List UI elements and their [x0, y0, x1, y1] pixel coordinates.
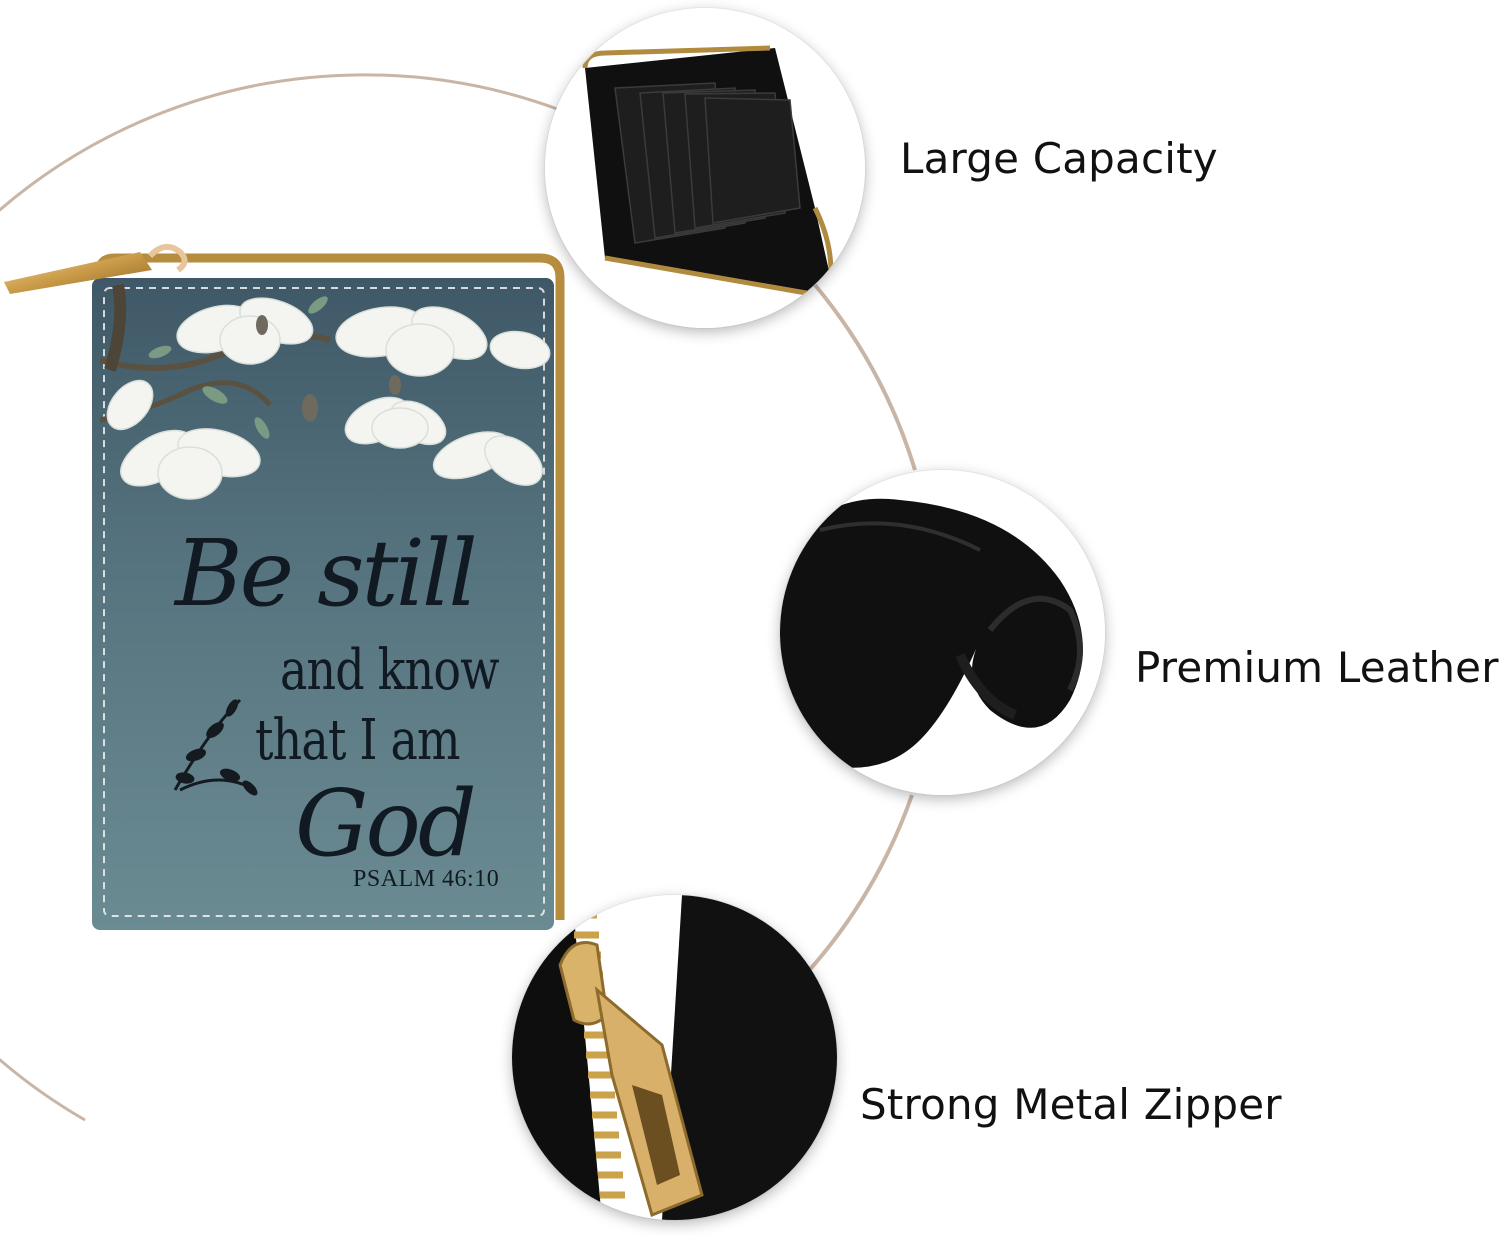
feature-label-large-capacity: Large Capacity [900, 134, 1218, 183]
accordion-card-holder-icon [545, 8, 865, 328]
wallet-product-image [0, 230, 570, 940]
feature-label-strong-metal-zipper: Strong Metal Zipper [860, 1080, 1282, 1129]
zipper-pull-icon [512, 895, 837, 1220]
leather-roll-icon [780, 470, 1105, 795]
feature-label-premium-leather: Premium Leather [1135, 643, 1499, 692]
